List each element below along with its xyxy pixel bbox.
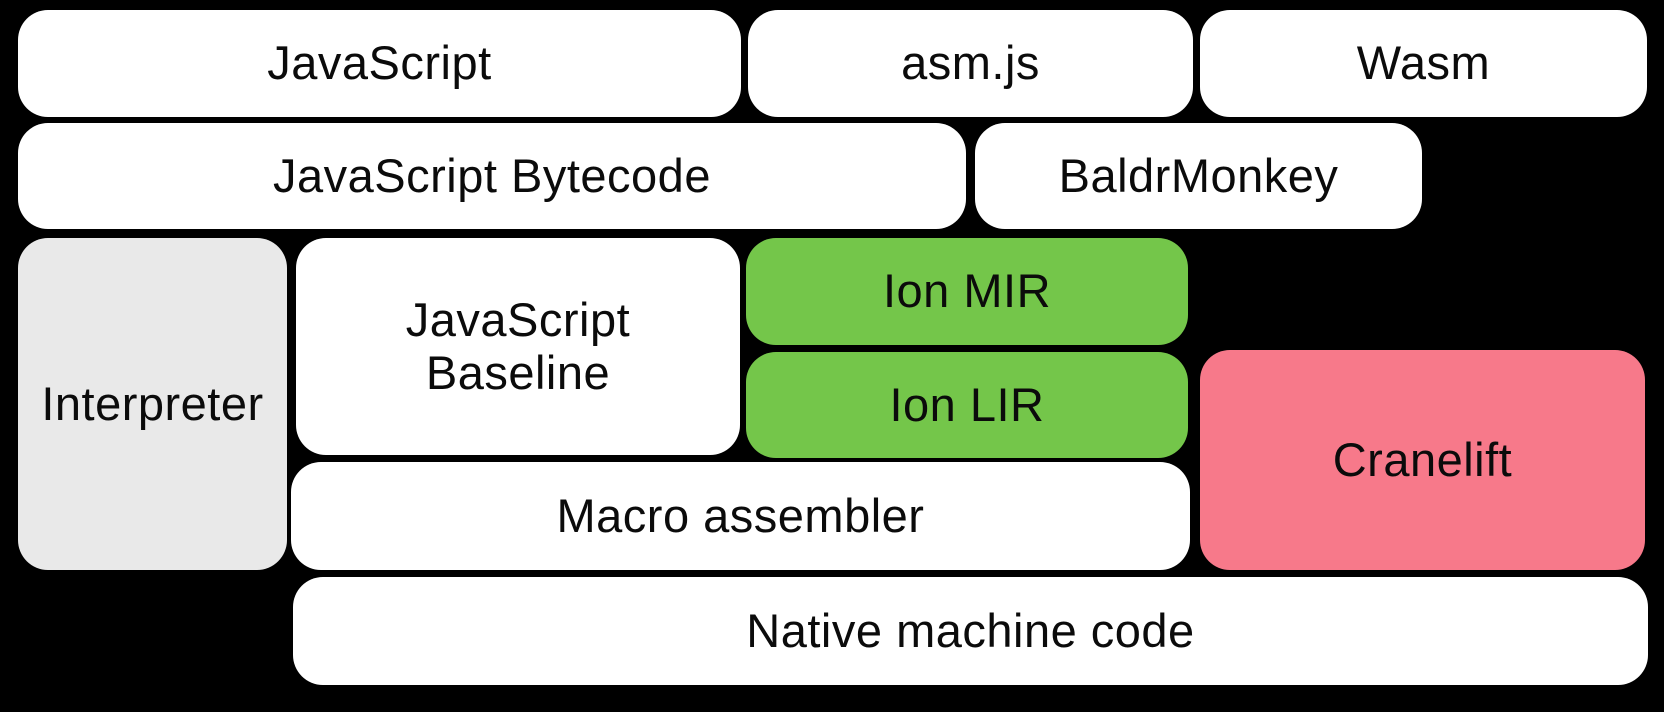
box-ion-mir-label: Ion MIR (882, 264, 1052, 318)
box-native-machine-code-label: Native machine code (746, 603, 1195, 657)
box-javascript-bytecode: JavaScript Bytecode (18, 123, 966, 229)
box-cranelift-label: Cranelift (1332, 432, 1513, 486)
box-interpreter: Interpreter (18, 238, 287, 570)
box-native-machine-code: Native machine code (293, 577, 1648, 685)
box-macro-assembler: Macro assembler (291, 462, 1190, 570)
box-javascript-baseline: JavaScript Baseline (296, 238, 740, 455)
box-ion-mir: Ion MIR (746, 238, 1188, 345)
box-baldrmonkey-label: BaldrMonkey (1058, 148, 1339, 202)
box-asmjs-label: asm.js (901, 36, 1040, 90)
box-javascript: JavaScript (18, 10, 741, 117)
box-interpreter-label: Interpreter (41, 376, 264, 430)
box-javascript-label: JavaScript (267, 36, 492, 90)
box-javascript-bytecode-label: JavaScript Bytecode (273, 148, 711, 202)
box-wasm: Wasm (1200, 10, 1647, 117)
box-macro-assembler-label: Macro assembler (556, 488, 925, 542)
box-cranelift: Cranelift (1200, 350, 1645, 570)
box-ion-lir-label: Ion LIR (889, 377, 1045, 431)
box-javascript-baseline-label: JavaScript Baseline (405, 292, 631, 399)
box-asmjs: asm.js (748, 10, 1193, 117)
box-baldrmonkey: BaldrMonkey (975, 123, 1422, 229)
box-ion-lir: Ion LIR (746, 352, 1188, 458)
box-wasm-label: Wasm (1356, 36, 1491, 90)
